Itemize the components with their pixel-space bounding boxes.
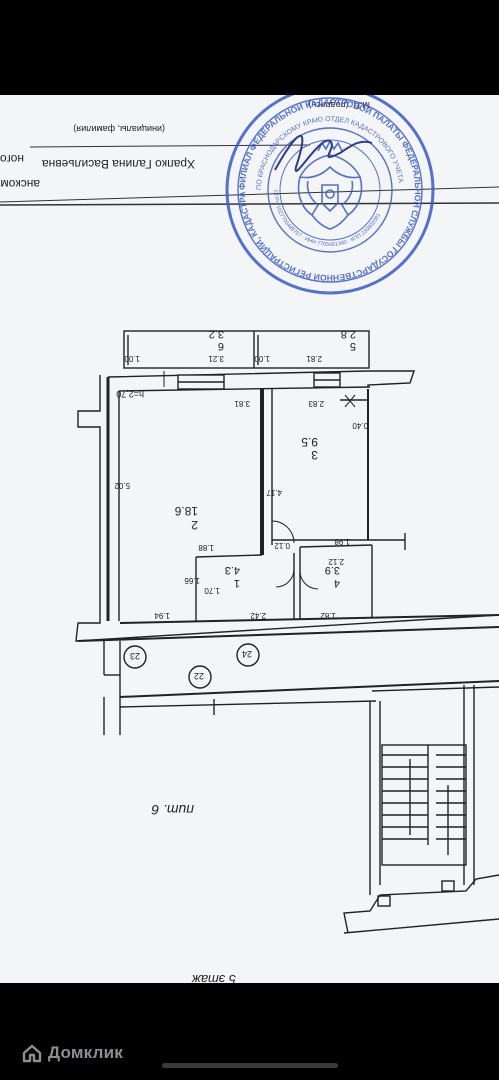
official-name: Храпко Галина Васильевна: [42, 157, 195, 171]
home-indicator[interactable]: [162, 1063, 338, 1068]
axis-marker-23: [123, 645, 147, 669]
dimension: 0.12: [274, 541, 290, 550]
signature-caption: М.П. (подпись): [309, 100, 370, 110]
dimension: 1.94: [154, 611, 170, 620]
dimension: 1.98: [334, 537, 350, 546]
department-fragment: ного отдела: [0, 152, 24, 166]
room-2-number: 2: [191, 518, 198, 532]
dimension: 2.42: [250, 611, 266, 620]
dimension: 3.21: [208, 354, 224, 363]
dimension: 2.83: [308, 399, 324, 408]
axis-marker-24: [236, 643, 260, 667]
axis-label-24: 24: [242, 649, 252, 659]
app-brand-label: Домклик: [48, 1043, 123, 1062]
official-stamp: ФИЛИАЛ ФЕДЕРАЛЬНОЙ КАДАСТРОВОЙ ПАЛАТЫ ФЕ…: [0, 95, 435, 295]
dimension: 1.82: [320, 611, 336, 620]
room-6-number: 6: [218, 340, 224, 352]
dimension: 5.02: [114, 481, 130, 490]
room-1-area: 4.3: [225, 564, 240, 576]
floor-label: пит. 6: [151, 802, 194, 818]
dimension: 2.12: [328, 557, 344, 566]
axis-label-22: 22: [194, 671, 204, 681]
floor-plan-document: ного отдела анскому Храпко Галина Василь…: [0, 95, 499, 983]
room-5-number: 5: [350, 340, 356, 352]
app-brand[interactable]: Домклик: [22, 1040, 123, 1066]
header-rule: [0, 202, 499, 206]
svg-text:ОГРН 1027700485757 · ИНН 77054: ОГРН 1027700485757 · ИНН 7705401340 · КП…: [272, 190, 382, 248]
dimension: 1.66: [184, 576, 200, 585]
dimension: 1.00: [254, 354, 270, 363]
dimension: 1.88: [198, 543, 214, 552]
room-3-area: 9.5: [301, 435, 318, 449]
room-5-area: 2.8: [341, 328, 356, 340]
dimension: 1.70: [204, 586, 220, 595]
house-icon: [22, 1044, 42, 1063]
dimension: 4.17: [266, 488, 282, 497]
balcony-outline: [123, 330, 370, 369]
axis-marker-22: [188, 665, 212, 689]
ceiling-height: h=2,70: [116, 389, 144, 399]
dimension: 1.00: [124, 354, 140, 363]
divider-line: [0, 186, 499, 203]
room-4-number: 4: [334, 577, 340, 589]
dimension: 2.81: [306, 354, 322, 363]
room-4-area: 3.9: [325, 564, 340, 576]
dimension: 0.40: [352, 421, 368, 430]
footer-label: 5 этаж: [191, 972, 236, 983]
room-3-number: 3: [311, 448, 318, 462]
district-fragment: анскому: [0, 177, 40, 191]
signature-line: [29, 144, 311, 148]
name-caption: (инициалы, фамилия): [73, 124, 165, 134]
stamp-codes: ОГРН 1027700485757 · ИНН 7705401340 · КП…: [272, 190, 382, 248]
coat-of-arms-icon: [297, 139, 363, 230]
axis-label-23: 23: [130, 651, 140, 661]
room-6-area: 3.2: [209, 328, 224, 340]
dimension: 3.81: [234, 399, 250, 408]
room-2-area: 18.6: [174, 504, 198, 518]
room-1-number: 1: [234, 577, 240, 589]
signature: [274, 135, 373, 172]
